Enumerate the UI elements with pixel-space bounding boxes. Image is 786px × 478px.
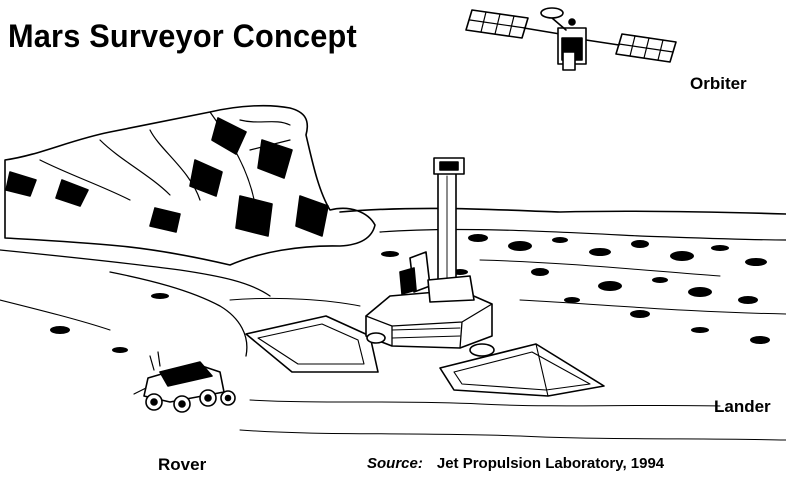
- orbiter-spacecraft: [465, 7, 677, 71]
- rover-vehicle: [133, 351, 236, 413]
- lander-label: Lander: [714, 397, 771, 416]
- orbiter-label: Orbiter: [690, 74, 747, 93]
- rover-label: Rover: [158, 455, 207, 474]
- diagram-title: Mars Surveyor Concept: [8, 18, 357, 54]
- source-text: Jet Propulsion Laboratory, 1994: [436, 455, 665, 472]
- source-label: Source:: [367, 455, 423, 472]
- source-credit: Source: Jet Propulsion Laboratory, 1994: [367, 455, 664, 472]
- scattered-rocks: [50, 234, 770, 353]
- lander-assembly: [245, 157, 605, 397]
- mesa-rock: [4, 104, 376, 266]
